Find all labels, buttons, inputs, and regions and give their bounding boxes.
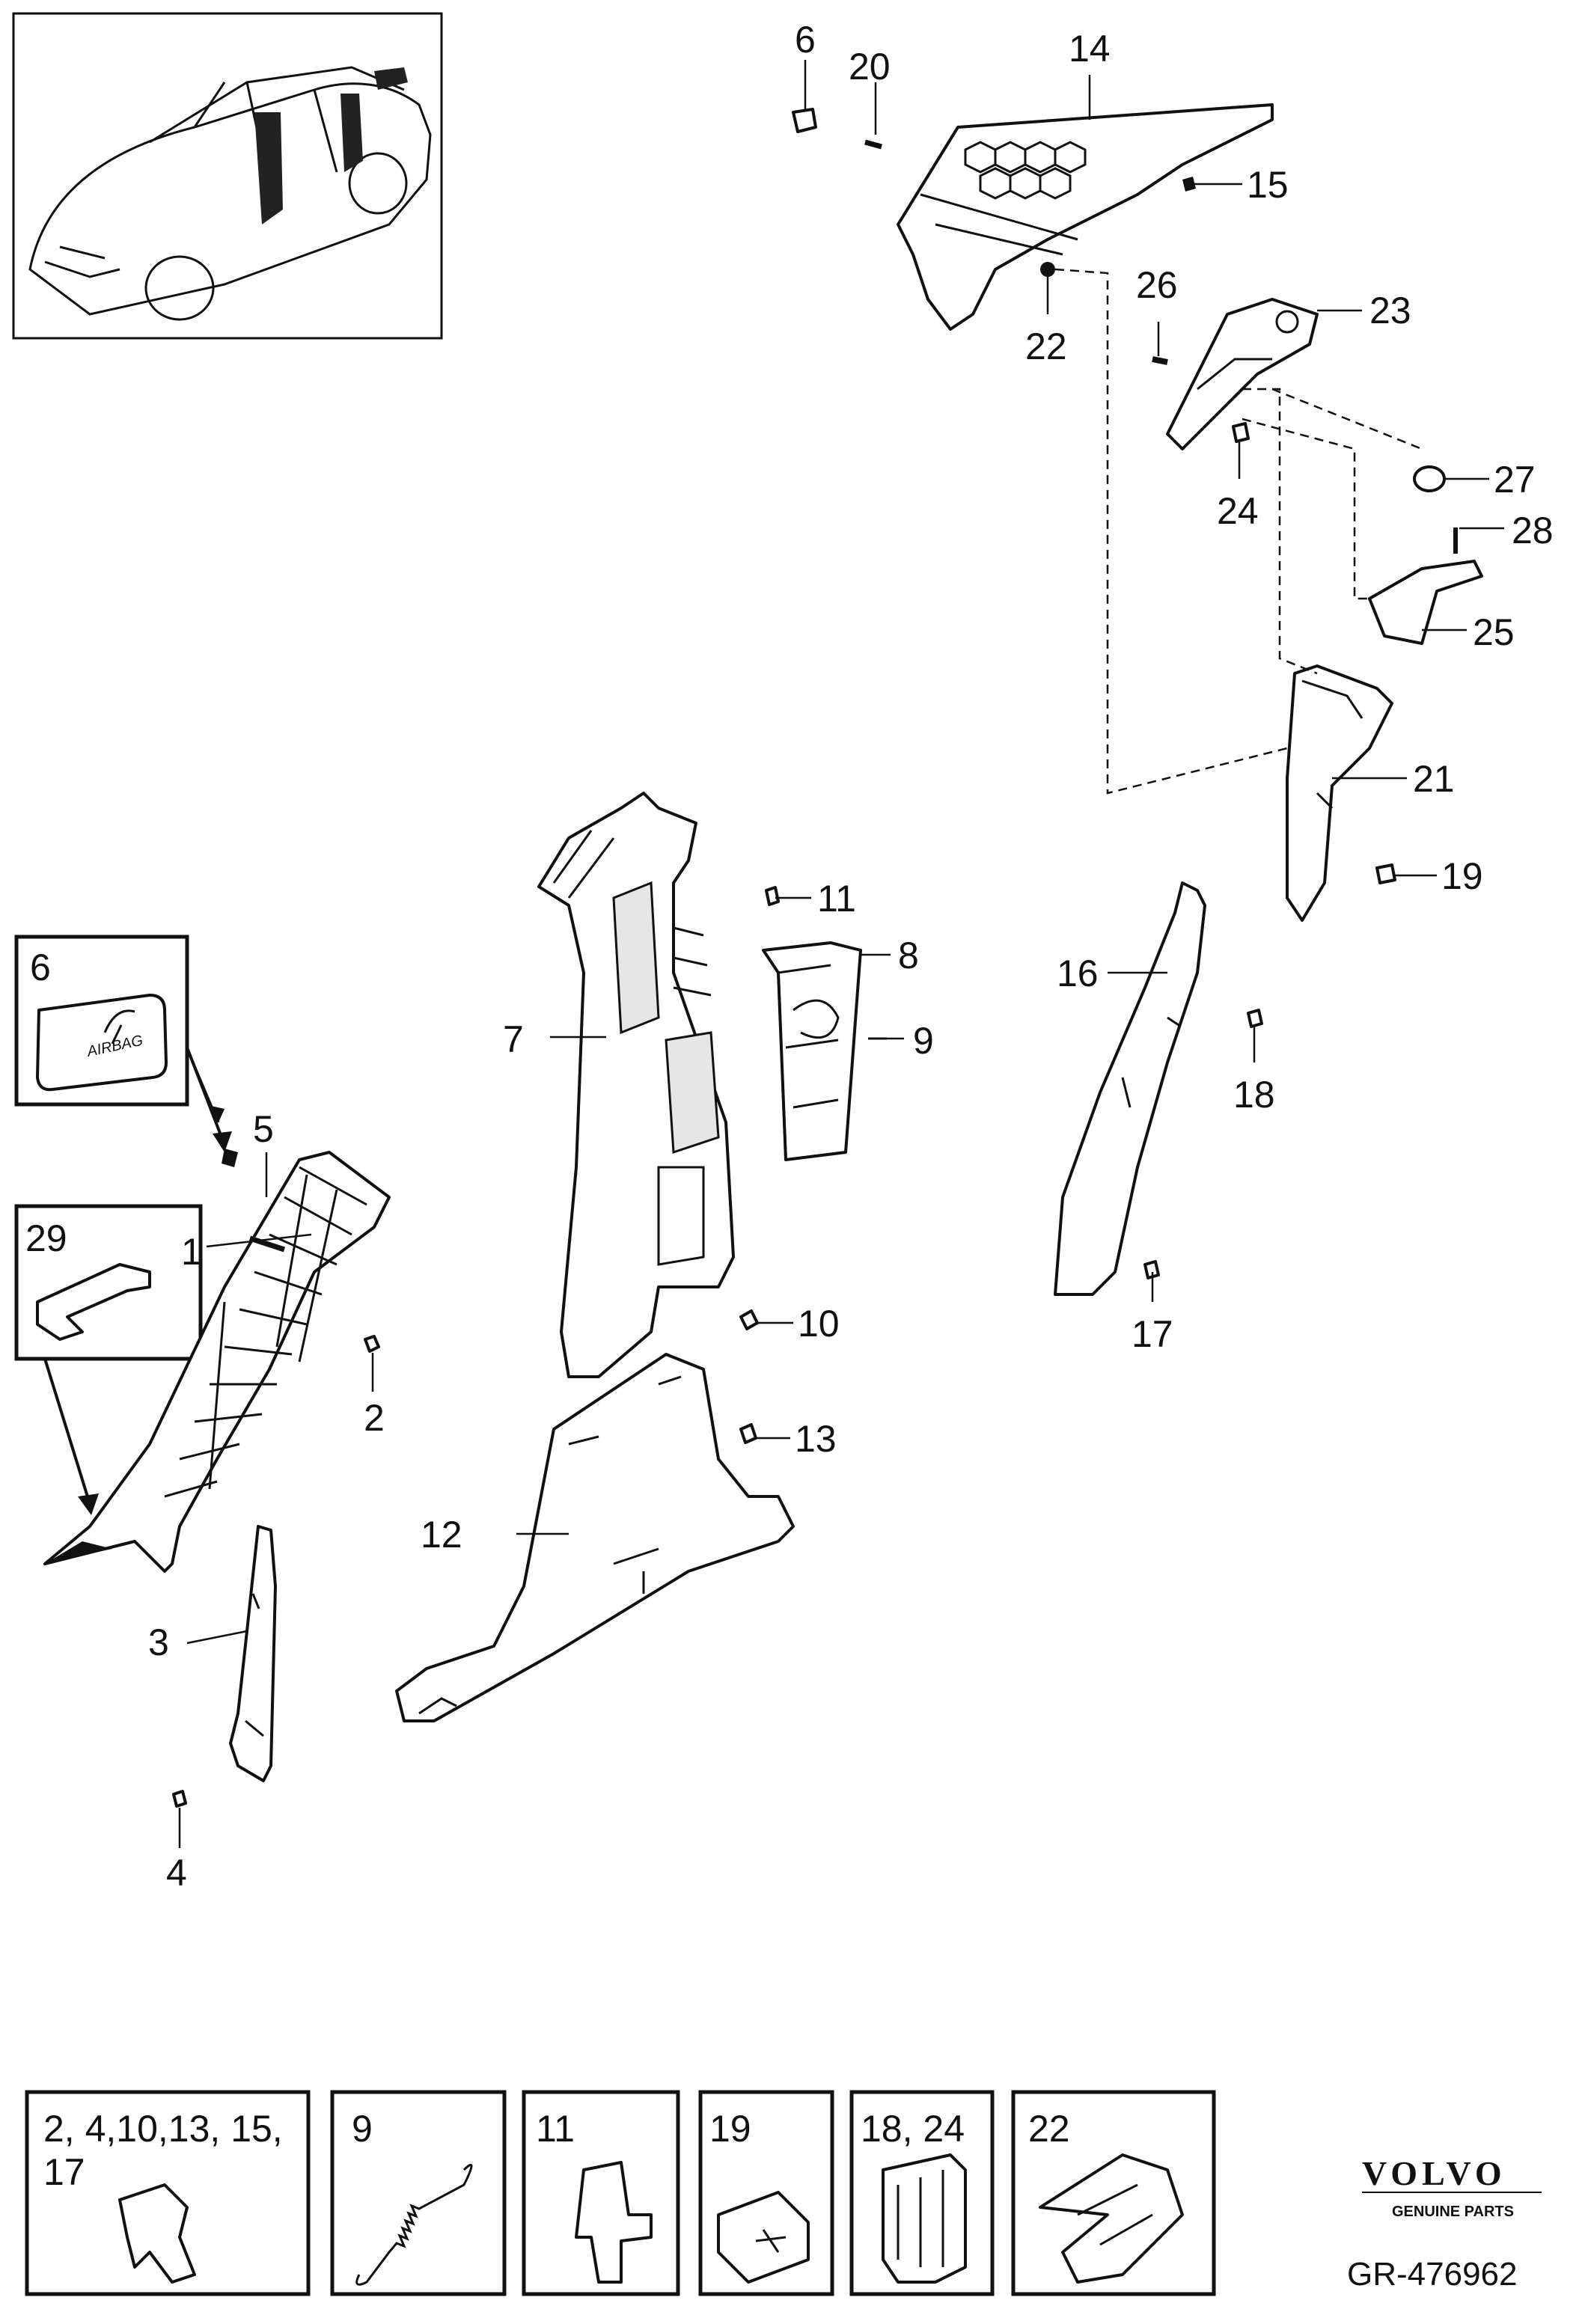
part-clip-6 xyxy=(792,108,817,133)
part-clip-17 xyxy=(1143,1260,1160,1279)
legend-label: 11 xyxy=(536,2108,575,2150)
callout-14: 14 xyxy=(1069,28,1111,70)
callout-17: 17 xyxy=(1132,1313,1173,1355)
callout-27: 27 xyxy=(1494,459,1536,501)
legend-label: 19 xyxy=(709,2108,751,2150)
dashed-assembly-lines xyxy=(1054,268,1423,795)
part-screw-20 xyxy=(864,139,882,150)
callout-21: 21 xyxy=(1413,758,1455,800)
brand-logo: VOLVO xyxy=(1362,2154,1506,2192)
part-grab-handle xyxy=(1166,298,1319,450)
spring-icon xyxy=(355,2163,473,2286)
legend-box-square-clip: 19 xyxy=(698,2090,834,2296)
part-clip-19 xyxy=(1375,863,1396,884)
part-c-pillar-mid-trim xyxy=(1286,664,1393,922)
part-clip-22 xyxy=(1040,262,1055,277)
legend-label: 22 xyxy=(1028,2108,1070,2150)
callout-numbers: 1 2 3 4 5 6 7 8 9 10 11 12 13 14 15 16 1… xyxy=(148,19,1554,1894)
callout-11: 11 xyxy=(817,878,856,920)
callout-6: 6 xyxy=(795,19,816,61)
callout-26: 26 xyxy=(1136,264,1178,306)
callout-20: 20 xyxy=(849,46,891,88)
leader-lines xyxy=(178,60,1504,1848)
callout-9: 9 xyxy=(913,1020,934,1062)
callout-25: 25 xyxy=(1473,611,1515,653)
part-c-pillar-upper-trim xyxy=(897,103,1274,331)
callout-23: 23 xyxy=(1369,290,1411,331)
legend-box-spring-clip: 18, 24 xyxy=(849,2090,995,2296)
push-clip-icon xyxy=(118,2183,196,2284)
legend-box-retainer-clip: 11 xyxy=(522,2090,680,2296)
callout-7: 7 xyxy=(503,1018,524,1060)
part-spring-clip-24 xyxy=(1232,422,1250,443)
legend-box-wire-clip: 22 xyxy=(1011,2090,1216,2296)
part-clip-2 xyxy=(364,1335,380,1353)
part-clip-18 xyxy=(1247,1009,1263,1028)
legend-label: 17 xyxy=(43,2151,85,2193)
diagram-reference: GR-476962 xyxy=(1347,2256,1517,2293)
callout-19: 19 xyxy=(1441,855,1483,897)
part-clip-4 xyxy=(172,1790,187,1808)
inset-label-29: 29 xyxy=(25,1217,67,1259)
part-b-pillar-plate xyxy=(762,941,862,1161)
callout-28: 28 xyxy=(1512,510,1554,551)
part-clip-15 xyxy=(1182,177,1196,192)
inset-box-bracket: 29 xyxy=(14,1204,203,1515)
legend-box-spring: 9 xyxy=(330,2090,507,2296)
legend-label: 9 xyxy=(352,2108,373,2150)
brand-block: VOLVO GENUINE PARTS GR-476962 xyxy=(1347,2154,1542,2293)
wire-clip-icon xyxy=(1039,2153,1184,2284)
callout-5: 5 xyxy=(253,1108,274,1150)
callout-18: 18 xyxy=(1233,1074,1275,1116)
retainer-clip-icon xyxy=(575,2161,653,2284)
part-c-pillar-lower-trim xyxy=(1054,881,1206,1296)
callout-1: 1 xyxy=(181,1231,202,1273)
callout-2: 2 xyxy=(364,1397,385,1439)
car-overview-thumbnail xyxy=(12,12,443,340)
brand-tagline: GENUINE PARTS xyxy=(1392,2204,1514,2220)
callout-13: 13 xyxy=(795,1418,837,1460)
callout-12: 12 xyxy=(421,1514,462,1556)
part-clip-13 xyxy=(739,1423,757,1444)
square-clip-icon xyxy=(717,2191,810,2284)
legend-label: 18, 24 xyxy=(861,2108,965,2150)
callout-10: 10 xyxy=(798,1303,840,1345)
part-a-pillar-upper-trim xyxy=(43,1151,391,1573)
part-bracket-25 xyxy=(1368,560,1483,645)
callout-16: 16 xyxy=(1057,952,1099,994)
inset-label-6: 6 xyxy=(30,947,51,988)
part-clip-10 xyxy=(739,1309,759,1330)
callout-8: 8 xyxy=(898,935,919,976)
legend-label: 2, 4,10,13, 15, xyxy=(43,2108,283,2150)
callout-15: 15 xyxy=(1247,164,1289,206)
callout-3: 3 xyxy=(148,1621,169,1663)
callout-22: 22 xyxy=(1025,325,1067,367)
fastener-legend: 2, 4,10,13, 15, 17 9 11 19 xyxy=(25,2090,1216,2296)
part-b-pillar-lower-trim xyxy=(395,1353,795,1722)
legend-box-push-clip: 2, 4,10,13, 15, 17 xyxy=(25,2090,311,2296)
part-screw-26 xyxy=(1152,356,1168,365)
part-b-pillar-upper-trim xyxy=(537,792,735,1378)
spring-clip-icon xyxy=(882,2153,967,2284)
callout-4: 4 xyxy=(166,1852,187,1894)
callout-24: 24 xyxy=(1217,490,1259,532)
inset-box-airbag-cover: 6 AIRBAG xyxy=(14,935,232,1152)
part-clip-11 xyxy=(765,886,780,906)
part-a-pillar-lower-trim xyxy=(229,1525,277,1782)
part-grommet-27 xyxy=(1413,465,1446,492)
